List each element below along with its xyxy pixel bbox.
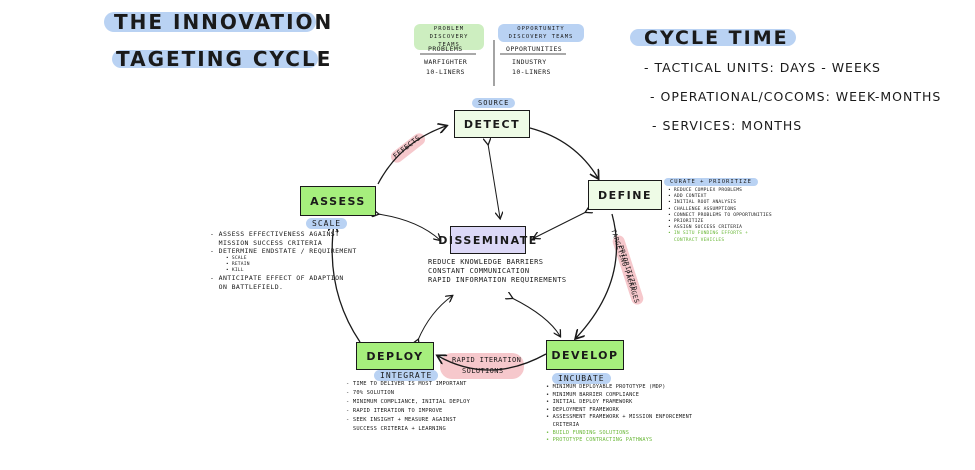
edge-label-solutions: SOLUTIONS xyxy=(462,367,504,375)
node-disseminate[interactable]: DISSEMINATE xyxy=(438,226,536,254)
opportunity-discovery-teams-label: OPPORTUNITY DISCOVERY TEAMS xyxy=(498,24,584,42)
assess-note: - ASSESS EFFECTIVENESS AGAINST xyxy=(210,230,340,238)
define-note: • REDUCE COMPLEX PROBLEMS xyxy=(668,188,743,193)
define-note: • CONNECT PROBLEMS TO OPPORTUNITIES xyxy=(668,212,772,218)
node-assess[interactable]: ASSESS xyxy=(300,186,376,216)
cycle-time-item-services: - SERVICES: MONTHS xyxy=(652,118,803,133)
define-note: • ADD CONTEXT xyxy=(668,194,707,200)
deploy-note: - RAPID ITERATION TO IMPROVE xyxy=(346,408,443,414)
node-detect[interactable]: DETECT xyxy=(454,110,530,138)
deploy-note: SUCCESS CRITERIA + LEARNING xyxy=(346,426,446,432)
deploy-note: - TIME TO DELIVER IS MOST IMPORTANT xyxy=(346,381,467,387)
deploy-note: - 70% SOLUTION xyxy=(346,390,395,396)
detect-tag-source: SOURCE xyxy=(472,98,516,108)
develop-note: • ASSESSMENT FRAMEWORK + MISSION ENFORCE… xyxy=(546,414,693,421)
node-develop[interactable]: DEVELOP xyxy=(546,340,624,370)
opportunity-team-item: OPPORTUNITIES xyxy=(506,45,563,53)
node-define[interactable]: DEFINE xyxy=(588,180,662,210)
disseminate-item: CONSTANT COMMUNICATION xyxy=(428,267,530,275)
define-note-green: • IN SITU FUNDING EFFORTS + xyxy=(668,231,749,237)
develop-note: • INITIAL DEPLOY FRAMEWORK xyxy=(546,399,633,406)
disseminate-item: RAPID INFORMATION REQUIREMENTS xyxy=(428,276,567,284)
assess-note: ON BATTLEFIELD. xyxy=(210,282,284,291)
develop-note: CRITERIA xyxy=(546,421,580,428)
assess-tag-scale: SCALE xyxy=(306,218,348,229)
assess-note: • KILL xyxy=(220,267,244,273)
define-note: • PRIORITIZE xyxy=(668,219,704,225)
assess-note: • SCALE xyxy=(220,255,247,261)
develop-note-green: • PROTOTYPE CONTRACTING PATHWAYS xyxy=(546,437,653,444)
problem-team-item: WARFIGHTER xyxy=(424,58,468,66)
disseminate-item: REDUCE KNOWLEDGE BARRIERS xyxy=(428,258,544,266)
problem-team-item: PROBLEMS xyxy=(428,45,463,53)
assess-note: MISSION SUCCESS CRITERIA xyxy=(210,238,323,247)
deploy-tag-integrate: INTEGRATE xyxy=(374,370,439,381)
develop-note: • MINIMUM BARRIER COMPLIANCE xyxy=(546,391,640,398)
node-deploy[interactable]: DEPLOY xyxy=(356,342,434,370)
cycle-time-heading: CYCLE TIME xyxy=(644,27,789,49)
node-assess-label: ASSESS xyxy=(310,194,366,208)
node-detect-label: DETECT xyxy=(463,117,521,131)
define-notes: • REDUCE COMPLEX PROBLEMS • ADD CONTEXT … xyxy=(668,188,772,244)
opportunity-team-item: 10-LINERS xyxy=(512,68,551,76)
opportunity-team-item: INDUSTRY xyxy=(512,58,547,66)
define-note: • CHALLENGE ASSUMPTIONS xyxy=(668,206,737,212)
develop-note: • DEPLOYMENT FRAMEWORK xyxy=(546,406,620,413)
develop-notes: • MINIMUM DEPLOYABLE PROTOTYPE (MDP) • M… xyxy=(546,384,692,445)
deploy-notes: - TIME TO DELIVER IS MOST IMPORTANT - 70… xyxy=(346,380,470,434)
develop-note: • MINIMUM DEPLOYABLE PROTOTYPE (MDP) xyxy=(546,384,666,390)
deploy-note: - SEEK INSIGHT + MEASURE AGAINST xyxy=(346,417,457,423)
node-deploy-label: DEPLOY xyxy=(366,349,424,363)
assess-note: - ANTICIPATE EFFECT OF ADAPTION xyxy=(210,274,344,283)
define-notes-heading: CURATE + PRIORITIZE xyxy=(664,178,758,186)
cycle-time-item-tactical: - TACTICAL UNITS: DAYS - WEEKS xyxy=(644,60,881,75)
deploy-note: - MINIMUM COMPLIANCE, INITIAL DEPLOY xyxy=(346,399,471,405)
edge-label-rapid-iteration: RAPID ITERATION xyxy=(452,356,522,364)
node-develop-label: DEVELOP xyxy=(551,348,619,362)
define-note: • ASSIGN SUCCESS CRITERIA xyxy=(668,225,743,231)
assess-note: - DETERMINE ENDSTATE / REQUIREMENT xyxy=(210,247,357,255)
node-disseminate-label: DISSEMINATE xyxy=(438,233,538,247)
cycle-time-item-operational: - OPERATIONAL/COCOMS: WEEK-MONTHS xyxy=(650,89,942,104)
define-note-green: CONTRACT VEHICLES xyxy=(668,237,725,243)
problem-team-item: 10-LINERS xyxy=(426,68,465,76)
problem-discovery-teams-label: PROBLEM DISCOVERY TEAMS xyxy=(414,24,484,50)
assess-notes: - ASSESS EFFECTIVENESS AGAINST MISSION S… xyxy=(210,230,357,291)
develop-tag-incubate: INCUBATE xyxy=(552,373,611,384)
title-line-1: THE INNOVATION xyxy=(114,10,334,34)
node-define-label: DEFINE xyxy=(598,188,652,202)
title-line-2: TAGETING CYCLE xyxy=(116,47,333,71)
define-note: • INITIAL ROOT ANALYSIS xyxy=(668,200,737,206)
assess-note: • RETAIN xyxy=(220,261,250,267)
develop-note-green: • BUILD FUNDING SOLUTIONS xyxy=(546,429,630,436)
